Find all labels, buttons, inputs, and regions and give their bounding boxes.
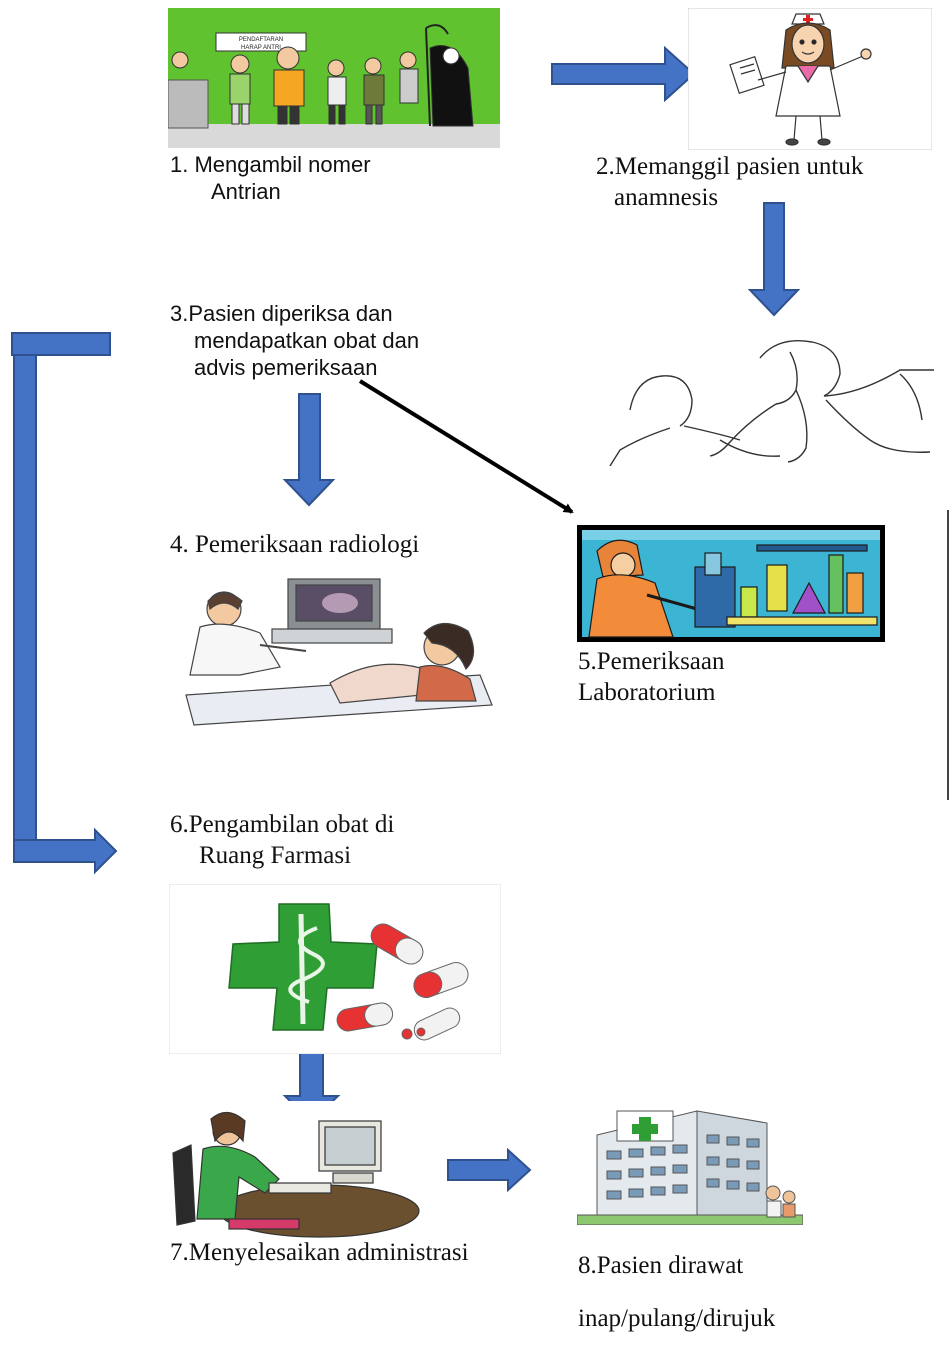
step3-line3: advis pemeriksaan bbox=[170, 355, 419, 382]
step7-line1: 7.Menyelesaikan administrasi bbox=[170, 1238, 469, 1269]
step5-line2: Laboratorium bbox=[578, 678, 724, 709]
step2-line2: anamnesis bbox=[596, 183, 863, 214]
step3-line2: mendapatkan obat dan bbox=[170, 328, 419, 355]
bracket-top-bar bbox=[12, 333, 110, 355]
laboratory-image bbox=[577, 525, 885, 642]
step5-line1: 5.Pemeriksaan bbox=[578, 647, 724, 678]
pharmacy-cross-image bbox=[169, 884, 501, 1054]
step1-line2: Antrian bbox=[170, 179, 371, 206]
step6-line2: Ruang Farmasi bbox=[170, 841, 394, 872]
arrow-step7-to-step8 bbox=[448, 1150, 530, 1190]
step3-line1: 3.Pasien diperiksa dan bbox=[170, 301, 419, 328]
queue-sign-top: PENDAFTARAN bbox=[239, 37, 283, 43]
step6-label: 6.Pengambilan obat di Ruang Farmasi bbox=[170, 810, 394, 871]
step4-label: 4. Pemeriksaan radiologi bbox=[170, 530, 419, 561]
step1-line1: 1. Mengambil nomer bbox=[170, 152, 371, 179]
nurse-image bbox=[688, 8, 932, 150]
administration-image bbox=[169, 1101, 421, 1239]
arrow-step1-to-step2 bbox=[552, 48, 694, 100]
doctor-stethoscope-image bbox=[600, 330, 940, 466]
step2-label: 2.Memanggil pasien untuk anamnesis bbox=[596, 152, 863, 213]
step5-label: 5.Pemeriksaan Laboratorium bbox=[578, 647, 724, 708]
step8-line1: 8.Pasien dirawat bbox=[578, 1240, 775, 1293]
bracket-vertical-bar bbox=[14, 355, 36, 858]
queue-sign-bottom: HARAP ANTRI bbox=[241, 45, 281, 51]
ultrasound-image bbox=[180, 575, 500, 730]
step8-label: 8.Pasien dirawat inap/pulang/dirujuk bbox=[578, 1240, 775, 1345]
arrow-step2-down bbox=[750, 203, 798, 315]
queue-cartoon-image: PENDAFTARAN HARAP ANTRI bbox=[168, 8, 500, 148]
step4-line1: 4. Pemeriksaan radiologi bbox=[170, 530, 419, 561]
step2-line1: 2.Memanggil pasien untuk bbox=[596, 152, 863, 183]
step7-label: 7.Menyelesaikan administrasi bbox=[170, 1238, 469, 1269]
step1-label: 1. Mengambil nomer Antrian bbox=[170, 152, 371, 206]
step6-line1: 6.Pengambilan obat di bbox=[170, 810, 394, 841]
hospital-image bbox=[577, 1101, 803, 1225]
connector-step3-to-step5 bbox=[360, 381, 572, 512]
step3-label: 3.Pasien diperiksa dan mendapatkan obat … bbox=[170, 301, 419, 381]
arrow-step3-to-step4 bbox=[285, 394, 333, 505]
step8-line2: inap/pulang/dirujuk bbox=[578, 1293, 775, 1345]
